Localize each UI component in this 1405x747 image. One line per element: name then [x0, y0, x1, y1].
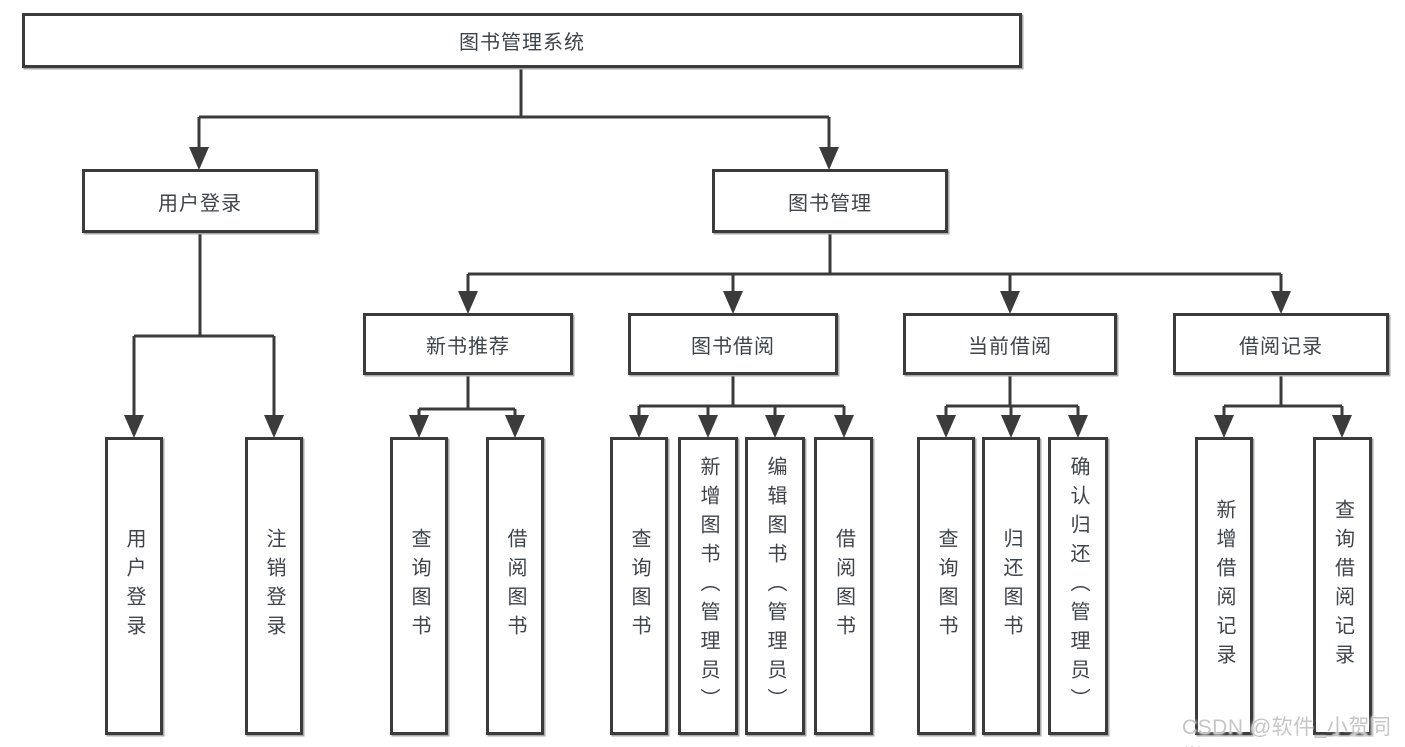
leaf-user-login: 用户登录	[105, 437, 163, 735]
connector-root	[197, 68, 831, 150]
node-user-login: 用户登录	[82, 169, 318, 233]
leaf-add-book-admin: 新增图书（管理员）	[678, 437, 738, 735]
leaf-confirm-return-admin: 确认归还（管理员）	[1048, 437, 1108, 735]
arrowhead	[834, 415, 854, 438]
arrowhead	[1271, 291, 1291, 314]
connector-book-management	[466, 233, 1283, 292]
arrowhead	[1068, 415, 1088, 438]
arrowhead	[409, 415, 429, 438]
connector-new-books	[417, 375, 517, 416]
connector-user-login	[132, 233, 276, 416]
arrowhead	[458, 291, 478, 314]
leaf-query-books-2: 查询图书	[610, 437, 668, 735]
node-current: 当前借阅	[903, 313, 1117, 375]
node-records: 借阅记录	[1173, 313, 1389, 375]
arrowhead	[124, 415, 144, 438]
arrowhead	[189, 147, 209, 170]
arrowhead	[1214, 415, 1234, 438]
leaf-return-book: 归还图书	[982, 437, 1040, 735]
arrowhead	[698, 415, 718, 438]
leaf-query-books-3: 查询图书	[917, 437, 975, 735]
leaf-query-books-1: 查询图书	[390, 437, 448, 735]
arrowhead	[1001, 415, 1021, 438]
arrowhead	[936, 415, 956, 438]
leaf-logout: 注销登录	[245, 437, 303, 735]
arrowhead	[1000, 291, 1020, 314]
leaf-add-borrow-record: 新增借阅记录	[1195, 437, 1253, 735]
arrowhead	[1332, 415, 1352, 438]
connector-current	[944, 375, 1080, 416]
leaf-borrow-books-2: 借阅图书	[814, 437, 873, 735]
csdn-watermark: CSDN @软件_小贺同学	[1182, 716, 1392, 747]
node-book-management: 图书管理	[712, 169, 948, 233]
connector-records	[1222, 375, 1344, 416]
arrowhead	[765, 415, 785, 438]
leaf-edit-book-admin: 编辑图书（管理员）	[745, 437, 805, 735]
arrowhead	[629, 415, 649, 438]
arrowhead	[819, 147, 839, 170]
arrowhead	[264, 415, 284, 438]
node-new-books: 新书推荐	[363, 313, 573, 375]
leaf-borrow-books-1: 借阅图书	[486, 437, 544, 735]
arrowhead	[505, 415, 525, 438]
node-borrowing: 图书借阅	[628, 313, 838, 375]
node-root-title: 图书管理系统	[22, 13, 1022, 68]
connector-borrowing	[637, 375, 846, 416]
leaf-query-borrow-record: 查询借阅记录	[1313, 437, 1372, 735]
arrowhead	[723, 291, 743, 314]
